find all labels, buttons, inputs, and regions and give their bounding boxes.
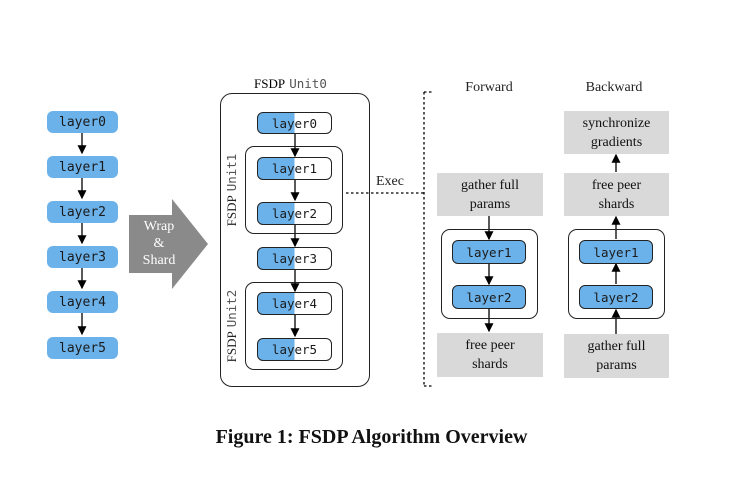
fsdp-layer1: layer1 (257, 157, 332, 180)
forward-title: Forward (465, 80, 513, 95)
figure-caption: Figure 1: FSDP Algorithm Overview (215, 426, 528, 448)
fsdp-unit0-box (220, 93, 370, 387)
fsdp-layer0: layer0 (257, 112, 332, 134)
wrap-label-line2: & (153, 236, 165, 251)
fsdp-unit2-label: FSDP Unit2 (224, 289, 239, 363)
exec-label: Exec (376, 174, 404, 189)
fsdp-unit1-box (245, 146, 343, 234)
exec-connector (346, 91, 434, 387)
left-layer2: layer2 (47, 201, 118, 223)
fsdp-unit1-label: FSDP Unit1 (224, 153, 239, 227)
wrap-shard-arrow (129, 199, 208, 289)
backward-layer1: layer1 (579, 240, 653, 264)
forward-unit-box (441, 229, 538, 319)
wrap-shard-label: Wrap & Shard (131, 218, 187, 269)
fsdp-layer3: layer3 (257, 247, 332, 270)
left-layer3: layer3 (47, 246, 118, 268)
fsdp-unit2-box (245, 282, 343, 370)
wrap-label-line1: Wrap (143, 219, 175, 234)
forward-layer1: layer1 (452, 240, 526, 264)
left-layer5: layer5 (47, 337, 118, 359)
backward-layer2: layer2 (579, 285, 653, 309)
fsdp-layer5: layer5 (257, 338, 332, 361)
fsdp-layer4: layer4 (257, 292, 332, 315)
left-layer4: layer4 (47, 291, 118, 313)
fsdp-layer2: layer2 (257, 202, 332, 225)
fsdp-unit0-title: FSDP Unit0 (254, 76, 327, 91)
left-layer0: layer0 (47, 111, 118, 133)
wrap-label-line3: Shard (142, 253, 176, 268)
backward-title: Backward (585, 80, 643, 95)
left-layer1: layer1 (47, 156, 118, 178)
backward-unit-box (568, 229, 665, 319)
forward-layer2: layer2 (452, 285, 526, 309)
